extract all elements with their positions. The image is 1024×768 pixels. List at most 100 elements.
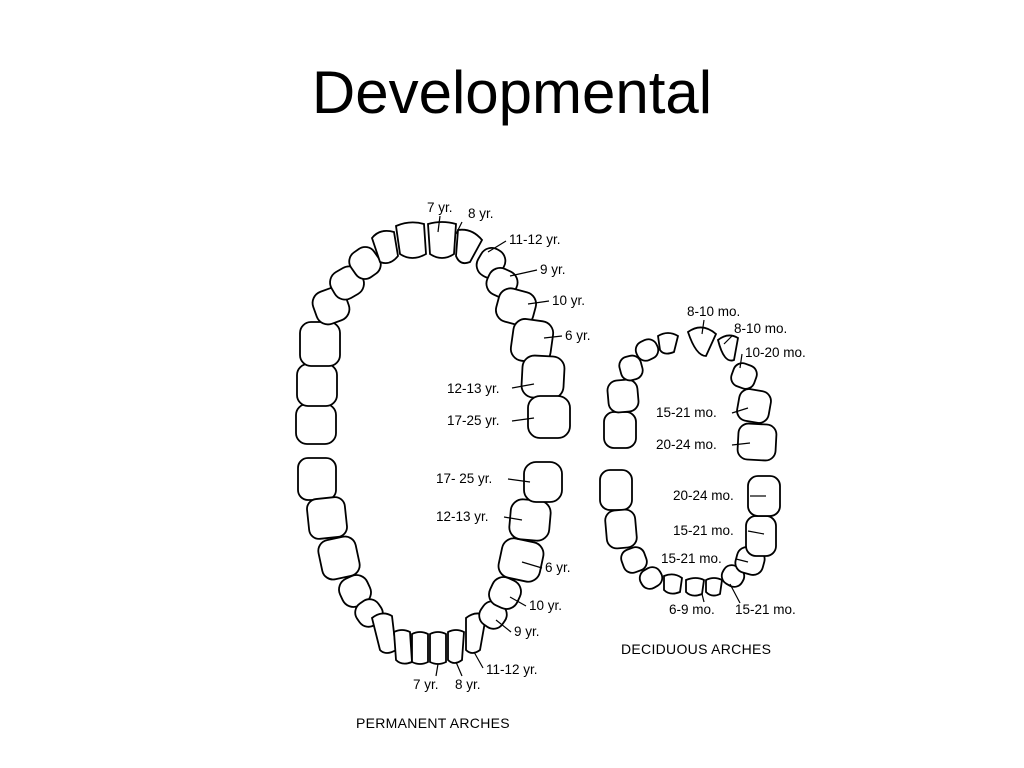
tooth: [488, 576, 522, 610]
tooth-eruption-label: 7 yr.: [413, 677, 439, 692]
permanent-upper-labels: 7 yr. 8 yr. 11-12 yr. 9 yr. 10 yr. 6 yr.…: [427, 200, 591, 428]
leader-line: [487, 240, 507, 253]
tooth-eruption-label: 12-13 yr.: [436, 509, 489, 524]
leader-line: [435, 663, 439, 677]
tooth-eruption-label: 15-21 mo.: [661, 551, 722, 566]
tooth-eruption-label: 10-20 mo.: [745, 345, 806, 360]
tooth-eruption-label: 10 yr.: [552, 293, 585, 308]
tooth-eruption-label: 10 yr.: [529, 598, 562, 613]
tooth: [730, 362, 758, 390]
deciduous-lower-arch: [599, 469, 781, 597]
tooth: [520, 354, 566, 400]
tooth: [447, 629, 465, 664]
tooth: [603, 411, 637, 449]
leader-line: [455, 661, 463, 677]
tooth: [638, 566, 664, 590]
leader-line: [739, 353, 743, 369]
deciduous-upper-arch: [603, 326, 778, 462]
tooth: [495, 287, 537, 327]
tooth: [663, 573, 683, 595]
tooth: [299, 321, 341, 367]
tooth: [634, 338, 660, 362]
leader-line: [507, 478, 531, 483]
leader-line: [731, 442, 751, 446]
tooth-eruption-label: 11-12 yr.: [509, 232, 561, 247]
tooth: [455, 228, 484, 265]
tooth: [297, 457, 337, 501]
tooth: [508, 498, 552, 542]
tooth: [604, 508, 638, 550]
tooth-eruption-label: 9 yr.: [514, 624, 540, 639]
leader-line: [729, 583, 741, 604]
tooth: [295, 403, 337, 445]
tooth: [527, 395, 571, 439]
leader-line: [701, 319, 705, 335]
leader-line: [509, 596, 527, 607]
tooth: [685, 577, 705, 597]
tooth: [370, 612, 397, 654]
tooth: [745, 515, 777, 557]
tooth: [348, 246, 382, 280]
leader-line: [509, 269, 538, 277]
tooth: [523, 461, 563, 503]
tooth: [296, 363, 338, 407]
tooth: [370, 229, 399, 265]
tooth: [306, 496, 348, 540]
tooth: [599, 469, 633, 511]
tooth-eruption-label: 6 yr.: [545, 560, 571, 575]
leader-line: [437, 215, 441, 233]
deciduous-lower-labels: 20-24 mo. 15-21 mo. 15-21 mo. 6-9 mo. 15…: [661, 488, 796, 617]
tooth-eruption-label: 6-9 mo.: [669, 602, 715, 617]
tooth-eruption-label: 7 yr.: [427, 200, 453, 215]
permanent-lower-arch: [297, 457, 563, 665]
leader-line: [521, 561, 543, 569]
tooth-eruption-label: 17- 25 yr.: [436, 471, 492, 486]
tooth-eruption-label: 15-21 mo.: [656, 405, 717, 420]
deciduous-arches-caption: DECIDUOUS ARCHES: [621, 641, 771, 657]
permanent-lower-labels: 17- 25 yr. 12-13 yr. 6 yr. 10 yr. 9 yr. …: [413, 471, 571, 692]
leader-line: [495, 619, 512, 633]
leader-line: [543, 335, 563, 339]
tooth-eruption-label: 8-10 mo.: [687, 304, 740, 319]
leader-line: [723, 335, 733, 345]
tooth: [716, 334, 739, 362]
tooth: [427, 221, 457, 259]
tooth: [393, 629, 413, 665]
tooth-eruption-label: 15-21 mo.: [673, 523, 734, 538]
tooth: [395, 221, 427, 259]
leader-line: [511, 383, 535, 389]
tooth: [657, 332, 680, 355]
tooth: [736, 388, 772, 424]
slide-title: Developmental: [311, 59, 713, 126]
leader-line: [527, 300, 550, 305]
tooth-eruption-label: 11-12 yr.: [486, 662, 538, 677]
tooth-eruption-label: 6 yr.: [565, 328, 591, 343]
tooth-eruption-label: 20-24 mo.: [673, 488, 734, 503]
tooth-eruption-label: 17-25 yr.: [447, 413, 500, 428]
leader-line: [473, 651, 484, 669]
tooth: [465, 612, 487, 654]
leader-line: [511, 417, 535, 422]
tooth-eruption-label: 15-21 mo.: [735, 602, 796, 617]
tooth: [618, 354, 644, 382]
leader-line: [701, 593, 705, 603]
tooth: [736, 422, 778, 462]
tooth-eruption-label: 12-13 yr.: [447, 381, 500, 396]
tooth: [429, 631, 447, 665]
tooth-eruption-label: 8 yr.: [455, 677, 481, 692]
permanent-upper-arch: [295, 221, 571, 445]
tooth: [317, 535, 361, 581]
deciduous-upper-labels: 8-10 mo. 8-10 mo. 10-20 mo. 15-21 mo. 20…: [656, 304, 806, 452]
leader-line: [735, 558, 749, 563]
tooth: [686, 326, 718, 357]
tooth: [411, 631, 429, 665]
tooth-eruption-label: 9 yr.: [540, 262, 566, 277]
tooth-eruption-label: 8 yr.: [468, 206, 494, 221]
tooth: [705, 577, 723, 597]
leader-line: [731, 407, 749, 414]
tooth: [620, 546, 648, 574]
tooth: [606, 378, 640, 414]
tooth-eruption-label: 20-24 mo.: [656, 437, 717, 452]
leader-line: [455, 221, 463, 235]
